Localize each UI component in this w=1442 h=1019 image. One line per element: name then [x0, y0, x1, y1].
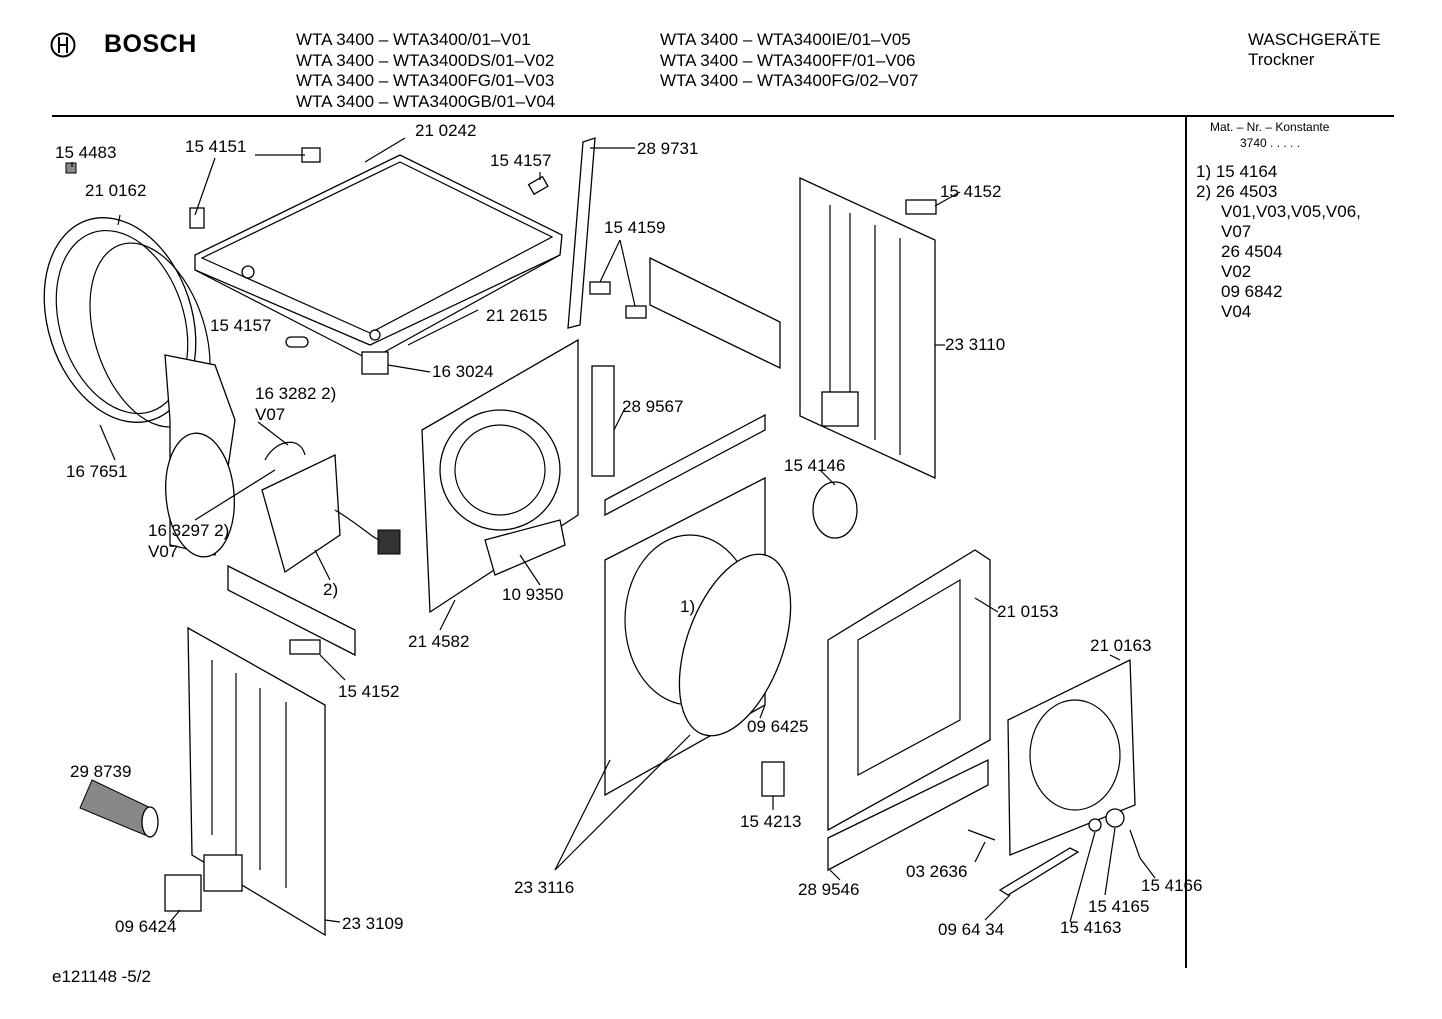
- part-label: V07: [255, 405, 286, 424]
- part-label: 15 4159: [604, 218, 666, 237]
- part-label: 15 4213: [740, 812, 802, 831]
- screw-part: [967, 829, 996, 841]
- plinth-part: [827, 758, 989, 872]
- category-block: WASCHGERÄTE Trockner: [1248, 30, 1381, 70]
- part-label: 03 2636: [906, 862, 968, 881]
- pad-part: [289, 639, 321, 655]
- category: WASCHGERÄTE: [1248, 30, 1381, 49]
- note-line: V02: [1221, 262, 1252, 281]
- bracket-part: [589, 281, 611, 295]
- leader-lines: [71, 137, 1156, 923]
- model-line: WTA 3400 – WTA3400/01–V01: [296, 30, 531, 49]
- note-line: 26 4504: [1221, 242, 1283, 261]
- rear-rail-part: [649, 256, 781, 370]
- header-divider: [52, 115, 1394, 117]
- part-label: 28 9731: [637, 139, 699, 158]
- part-label: 15 4157: [210, 316, 272, 335]
- mat-header: Mat. – Nr. – Konstante: [1210, 120, 1330, 134]
- front-panel-part: [827, 549, 991, 832]
- right-side-panel-part: [799, 176, 936, 480]
- note-line: V07: [1221, 222, 1252, 241]
- bracket-part: [625, 305, 647, 319]
- note-line: 1) 15 4164: [1196, 162, 1278, 181]
- module-part: [261, 441, 401, 574]
- part-label: 21 4582: [408, 632, 470, 651]
- rear-panel-part: [421, 338, 579, 614]
- model-line: WTA 3400 – WTA3400IE/01–V05: [660, 30, 911, 49]
- filter-housing-part: [591, 365, 615, 477]
- part-label: 15 4157: [490, 151, 552, 170]
- sidebar-divider: [1185, 116, 1187, 968]
- left-side-panel-part: [187, 626, 326, 937]
- part-label: 09 6425: [747, 717, 809, 736]
- part-label: 16 3024: [432, 362, 494, 381]
- round-cap-part: [812, 481, 858, 539]
- knob-part: [1088, 818, 1102, 832]
- note-line: 09 6842: [1221, 282, 1283, 301]
- part-label: 10 9350: [502, 585, 564, 604]
- model-line: WTA 3400 – WTA3400DS/01–V02: [296, 50, 555, 70]
- part-label: 23 3116: [514, 878, 575, 897]
- document-id: e121148 -5/2: [52, 967, 151, 986]
- door-frame-part: [1007, 658, 1136, 856]
- part-label: 29 8739: [70, 762, 132, 781]
- part-label: 15 4166: [1141, 876, 1203, 895]
- part-label: 15 4152: [940, 182, 1002, 201]
- part-label: 15 4152: [338, 682, 400, 701]
- model-list-left: WTA 3400 – WTA3400/01–V01 WTA 3400 – WTA…: [296, 30, 555, 112]
- strip-part: [567, 137, 596, 329]
- part-label: 09 64 34: [938, 920, 1005, 939]
- model-list-right: WTA 3400 – WTA3400IE/01–V05 WTA 3400 – W…: [660, 30, 918, 92]
- model-line: WTA 3400 – WTA3400FF/01–V06: [660, 50, 916, 70]
- drum-seal-part: [43, 217, 236, 558]
- part-label: 15 4165: [1088, 897, 1150, 916]
- pin-part: [1129, 829, 1141, 859]
- note-line: V04: [1221, 302, 1252, 321]
- part-label: 23 3110: [945, 335, 1006, 354]
- belt-part: [998, 847, 1080, 896]
- part-label: 21 0153: [997, 602, 1059, 621]
- note-line: 2) 26 4503: [1196, 182, 1278, 201]
- door-seal-part: [678, 553, 792, 737]
- part-label: V07: [148, 542, 179, 561]
- pad-part: [285, 336, 309, 348]
- part-label: 21 0163: [1090, 636, 1152, 655]
- part-label: 09 6424: [115, 917, 177, 936]
- bracket-part: [361, 351, 389, 375]
- model-line: WTA 3400 – WTA3400FG/02–V07: [660, 71, 919, 90]
- pad-part: [905, 199, 937, 215]
- part-label: 16 3282 2): [255, 384, 337, 403]
- part-label: 16 3297 2): [148, 521, 230, 540]
- part-label: 15 4151: [185, 137, 247, 156]
- part-label: 21 0242: [415, 121, 477, 140]
- part-label: 2): [323, 580, 339, 599]
- bosch-logo-icon: [50, 32, 76, 63]
- switch-part: [761, 761, 785, 797]
- part-label: 16 7651: [66, 462, 128, 481]
- note-line: V01,V03,V05,V06,: [1221, 202, 1361, 221]
- lower-rail-part: [227, 564, 356, 657]
- part-label: 28 9567: [622, 397, 684, 416]
- screw-part: [65, 162, 77, 174]
- part-label: 15 4483: [55, 143, 117, 162]
- part-label: 21 2615: [486, 306, 548, 325]
- knob-part: [1105, 808, 1125, 828]
- part-label: 1): [680, 597, 696, 616]
- model-line: WTA 3400 – WTA3400GB/01–V04: [296, 91, 556, 111]
- part-label: 21 0162: [85, 181, 147, 200]
- part-label: 23 3109: [342, 914, 404, 933]
- subcategory: Trockner: [1248, 50, 1315, 69]
- model-line: WTA 3400 – WTA3400FG/01–V03: [296, 71, 555, 90]
- cover-part: [164, 874, 202, 912]
- part-label: 28 9546: [798, 880, 860, 899]
- sidebar-notes: 1) 15 4164 2) 26 4503 V01,V03,V05,V06, V…: [1196, 162, 1361, 322]
- part-label: 15 4163: [1060, 918, 1122, 937]
- top-cover-part: [194, 154, 563, 361]
- hose-part: [79, 779, 159, 838]
- part-label: 15 4146: [784, 456, 846, 475]
- brand-name: BOSCH: [104, 30, 197, 58]
- pad-part: [527, 175, 549, 196]
- mat-value: 3740 . . . . .: [1240, 136, 1301, 150]
